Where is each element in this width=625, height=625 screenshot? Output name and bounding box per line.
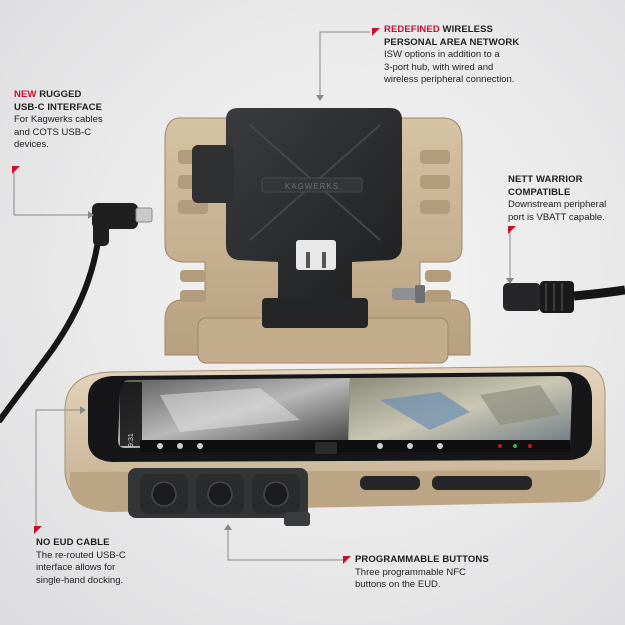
nett-warrior-connector: [503, 281, 625, 313]
callout-programmable-buttons-desc-2: buttons on the EUD.: [355, 579, 441, 590]
callout-usb-c-accent: NEW: [14, 89, 37, 100]
callout-no-eud-cable-desc-3: single-hand docking.: [36, 574, 124, 586]
callout-usb-c-desc-2: and COTS USB-C: [14, 126, 92, 138]
callout-no-eud-cable-desc-2: interface allows for: [36, 562, 116, 573]
callout-wireless-pan-title-rest: WIRELESS: [442, 24, 493, 35]
callout-wireless-pan-accent: REDEFINED: [384, 24, 440, 35]
callout-usb-c-desc-3: devices.: [14, 139, 49, 150]
callout-usb-c-desc-1: For Kagwerks cables: [14, 114, 103, 125]
callout-usb-c-title-line2: USB-C INTERFACE: [14, 101, 103, 113]
callout-nett-warrior-desc-1: Downstream peripheral: [508, 199, 607, 210]
callout-no-eud-cable: NO EUD CABLE The re-routed USB-C interfa…: [36, 537, 186, 587]
callout-no-eud-cable-desc-1: The re-routed USB-C: [36, 549, 126, 561]
callout-usb-c-title: NEW RUGGED: [14, 89, 164, 102]
callout-wireless-pan-desc-3: wireless peripheral connection.: [384, 74, 515, 85]
callout-usb-c: NEW RUGGED USB-C INTERFACE For Kagwerks …: [14, 89, 164, 152]
hub-logo: KAGWERKS: [285, 182, 339, 191]
callout-usb-c-title-rest: RUGGED: [39, 89, 82, 100]
callout-wireless-pan-title: REDEFINED WIRELESS: [384, 24, 614, 37]
leader-arrows: [80, 95, 514, 530]
callout-programmable-buttons: PROGRAMMABLE BUTTONS Three programmable …: [355, 554, 555, 592]
callout-wireless-pan-title-line2: PERSONAL AREA NETWORK: [384, 36, 520, 48]
hub: KAGWERKS: [192, 108, 425, 328]
callout-wireless-pan-desc-1: ISW options in addition to a: [384, 49, 500, 60]
callout-nett-warrior: NETT WARRIOR COMPATIBLE Downstream perip…: [508, 174, 623, 224]
callout-markers: [12, 28, 516, 564]
callout-nett-warrior-title-1: NETT WARRIOR: [508, 174, 583, 185]
usb-c-cable: [0, 203, 153, 423]
callout-nett-warrior-title-2: COMPATIBLE: [508, 186, 571, 198]
callout-wireless-pan: REDEFINED WIRELESS PERSONAL AREA NETWORK…: [384, 24, 614, 87]
callout-programmable-buttons-desc-1: Three programmable NFC: [355, 566, 466, 578]
screen-time: 9:31: [128, 433, 135, 447]
programmable-buttons: [128, 468, 310, 526]
leader-lines: [13, 31, 511, 561]
callout-programmable-buttons-title: PROGRAMMABLE BUTTONS: [355, 554, 489, 565]
callout-nett-warrior-desc-2: port is VBATT capable.: [508, 211, 605, 223]
callout-wireless-pan-desc-2: 3-port hub, with wired and: [384, 61, 494, 73]
callout-no-eud-cable-title: NO EUD CABLE: [36, 537, 110, 548]
